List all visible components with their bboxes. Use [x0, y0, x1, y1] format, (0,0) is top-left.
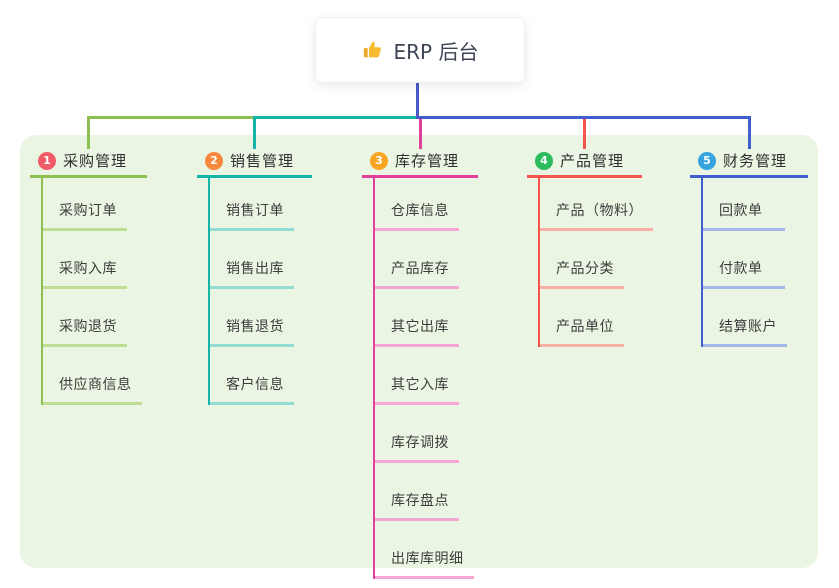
child-node[interactable]: 出库库明细	[375, 521, 474, 579]
connector-line	[583, 119, 586, 149]
branch-children: 销售订单销售出库销售退货客户信息	[208, 178, 312, 405]
child-label: 产品库存	[391, 261, 449, 277]
connector-line	[253, 116, 256, 149]
child-label: 销售出库	[226, 261, 284, 277]
branch-1: 1 采购管理采购订单采购入库采购退货供应商信息	[30, 146, 147, 405]
branch-node[interactable]: 1 采购管理	[30, 146, 147, 178]
child-label: 产品（物料）	[556, 203, 643, 219]
root-node[interactable]: ERP 后台	[315, 17, 525, 83]
child-label: 供应商信息	[59, 377, 132, 393]
child-node[interactable]: 产品分类	[540, 231, 624, 289]
child-node[interactable]: 其它出库	[375, 289, 459, 347]
child-label: 其它入库	[391, 377, 449, 393]
child-node[interactable]: 其它入库	[375, 347, 459, 405]
child-label: 付款单	[719, 261, 763, 277]
child-label: 仓库信息	[391, 203, 449, 219]
branch-4: 4 产品管理产品（物料） 产品分类产品单位	[527, 146, 653, 347]
child-label: 销售退货	[226, 319, 284, 335]
child-label: 出库库明细	[391, 551, 464, 567]
child-node[interactable]: 库存盘点	[375, 463, 459, 521]
child-node[interactable]: 回款单	[703, 178, 785, 231]
child-node[interactable]: 库存调拨	[375, 405, 459, 463]
branch-node[interactable]: 5 财务管理	[690, 146, 808, 178]
branch-children: 采购订单采购入库采购退货供应商信息	[41, 178, 147, 405]
connector-line	[418, 116, 751, 119]
connector-line	[87, 116, 90, 149]
child-node[interactable]: 采购入库	[43, 231, 127, 289]
branch-node[interactable]: 3 库存管理	[362, 146, 478, 178]
child-label: 库存调拨	[391, 435, 449, 451]
branch-node[interactable]: 2 销售管理	[197, 146, 312, 178]
connector-line	[747, 116, 751, 149]
branch-5: 5 财务管理回款单付款单结算账户	[690, 146, 808, 347]
connector-line	[253, 116, 422, 119]
branch-label: 库存管理	[395, 152, 460, 170]
child-node[interactable]: 产品（物料）	[540, 178, 653, 231]
branch-number-badge: 2	[205, 151, 223, 170]
child-label: 产品单位	[556, 319, 614, 335]
child-node[interactable]: 销售订单	[210, 178, 294, 231]
child-label: 客户信息	[226, 377, 284, 393]
branch-children: 产品（物料） 产品分类产品单位	[538, 178, 653, 347]
branch-number-badge: 3	[370, 151, 388, 170]
branch-label: 产品管理	[560, 152, 625, 170]
branch-children: 仓库信息产品库存其它出库其它入库库存调拨库存盘点出库库明细	[373, 178, 478, 579]
child-label: 库存盘点	[391, 493, 449, 509]
branch-label: 财务管理	[723, 152, 788, 170]
child-label: 采购订单	[59, 203, 117, 219]
branch-label: 采购管理	[63, 152, 128, 170]
connector-line	[87, 116, 256, 119]
child-node[interactable]: 仓库信息	[375, 178, 459, 231]
child-node[interactable]: 产品单位	[540, 289, 624, 347]
branch-2: 2 销售管理销售订单销售出库销售退货客户信息	[197, 146, 312, 405]
child-label: 回款单	[719, 203, 763, 219]
child-label: 结算账户	[719, 319, 777, 335]
child-node[interactable]: 供应商信息	[43, 347, 142, 405]
branch-number-badge: 5	[698, 151, 716, 170]
branch-3: 3 库存管理仓库信息产品库存其它出库其它入库库存调拨库存盘点出库库明细	[362, 146, 478, 579]
child-label: 销售订单	[226, 203, 284, 219]
child-label: 采购退货	[59, 319, 117, 335]
branch-node[interactable]: 4 产品管理	[527, 146, 642, 178]
connector-line	[418, 119, 422, 149]
child-node[interactable]: 客户信息	[210, 347, 294, 405]
branch-children: 回款单付款单结算账户	[701, 178, 808, 347]
child-label: 其它出库	[391, 319, 449, 335]
child-node[interactable]: 产品库存	[375, 231, 459, 289]
child-label: 采购入库	[59, 261, 117, 277]
child-node[interactable]: 付款单	[703, 231, 785, 289]
child-node[interactable]: 采购退货	[43, 289, 127, 347]
branch-number-badge: 4	[535, 151, 553, 170]
root-label: ERP 后台	[393, 39, 479, 64]
child-node[interactable]: 销售出库	[210, 231, 294, 289]
child-node[interactable]: 采购订单	[43, 178, 127, 231]
thumbs-up-icon	[362, 39, 384, 61]
child-node[interactable]: 结算账户	[703, 289, 787, 347]
branch-number-badge: 1	[38, 151, 56, 170]
connector-line	[416, 82, 419, 119]
branches-panel	[20, 135, 818, 568]
branch-label: 销售管理	[230, 152, 295, 170]
child-label: 产品分类	[556, 261, 614, 277]
child-node[interactable]: 销售退货	[210, 289, 294, 347]
